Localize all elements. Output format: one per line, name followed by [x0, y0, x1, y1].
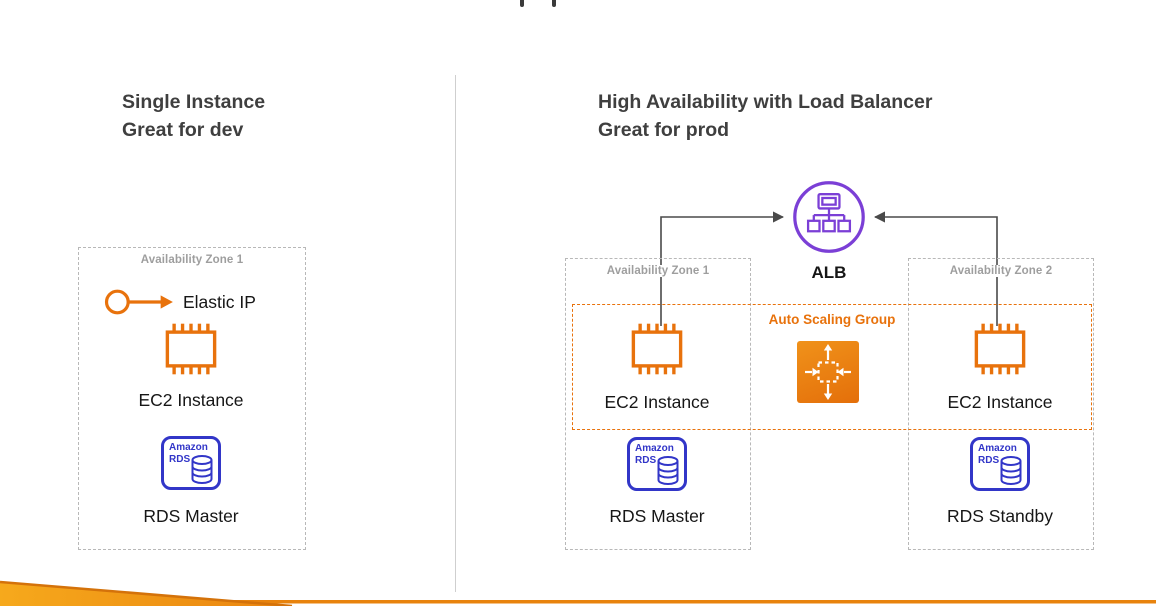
rds-master-label-left: RDS Master — [143, 506, 239, 526]
left-title-line2: Great for dev — [122, 119, 244, 142]
rds-icon-text: Amazon RDS — [635, 443, 674, 466]
availability-zone-label: Availability Zone 1 — [601, 265, 715, 277]
right-panel-title: High Availability with Load Balancer Gre… — [598, 88, 932, 145]
elastic-ip-icon — [104, 289, 173, 315]
rds-icon-az1: Amazon RDS — [627, 437, 687, 491]
database-cylinder-icon — [191, 455, 213, 484]
ec2-icon-az1 — [631, 323, 683, 375]
availability-zone-label: Availability Zone 1 — [135, 254, 249, 266]
auto-scaling-glyph — [805, 344, 851, 400]
rds-icon-text: Amazon RDS — [169, 442, 208, 465]
elastic-ip-row: Elastic IP — [103, 286, 256, 318]
right-title-line2: Great for prod — [598, 119, 730, 142]
rds-icon-left: Amazon RDS — [161, 436, 221, 490]
cropped-title-fragment — [520, 0, 524, 7]
section-divider — [455, 75, 456, 592]
ec2-instance-label-az1: EC2 Instance — [604, 392, 710, 412]
right-title-line1: High Availability with Load Balancer — [598, 91, 933, 113]
database-cylinder-icon — [657, 456, 679, 485]
ec2-icon-left — [165, 323, 217, 375]
alb-label: ALB — [811, 263, 847, 282]
rds-icon-text: Amazon RDS — [978, 443, 1017, 466]
rds-standby-label-az2: RDS Standby — [946, 506, 1054, 526]
ec2-instance-label-left: EC2 Instance — [138, 390, 244, 410]
auto-scaling-group-label: Auto Scaling Group — [768, 312, 896, 327]
alb-icon — [793, 181, 865, 253]
rds-icon-az2: Amazon RDS — [970, 437, 1030, 491]
auto-scaling-group-box — [572, 304, 1092, 430]
ec2-instance-label-az2: EC2 Instance — [947, 392, 1053, 412]
availability-zone-box-az1: Availability Zone 1 — [565, 258, 751, 550]
bottom-ribbon — [0, 580, 1156, 606]
auto-scaling-icon — [797, 341, 859, 403]
availability-zone-box-az2: Availability Zone 2 — [908, 258, 1094, 550]
elastic-ip-label: Elastic IP — [183, 292, 256, 312]
availability-zone-label: Availability Zone 2 — [944, 265, 1058, 277]
cropped-title-fragment — [552, 0, 556, 7]
left-title-line1: Single Instance — [122, 91, 266, 113]
left-panel-title: Single Instance Great for dev — [122, 88, 265, 145]
ec2-icon-az2 — [974, 323, 1026, 375]
database-cylinder-icon — [1000, 456, 1022, 485]
availability-zone-box-left: Availability Zone 1 — [78, 247, 306, 550]
rds-master-label-az1: RDS Master — [609, 506, 705, 526]
